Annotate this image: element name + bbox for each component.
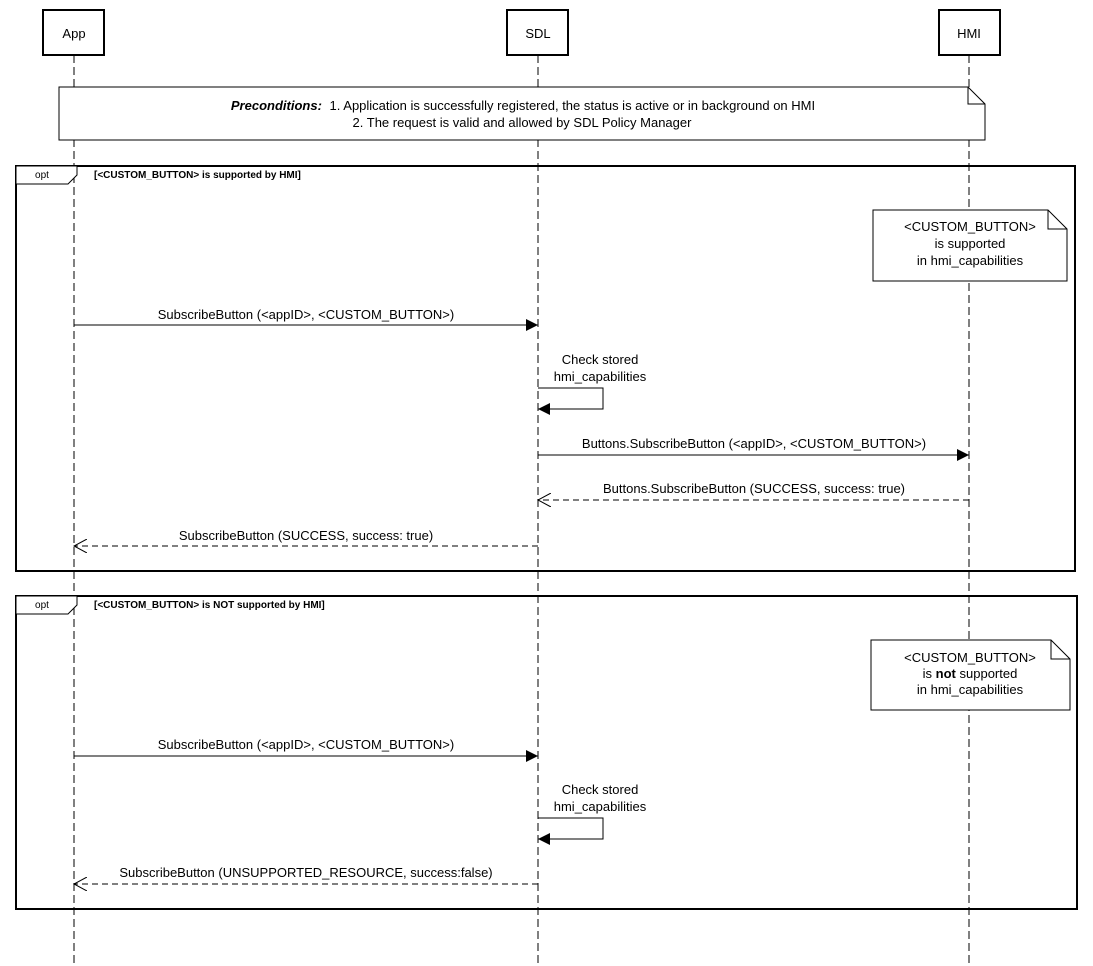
fragment-opt-supported: opt [<CUSTOM_BUTTON> is supported by HMI… (15, 165, 1076, 572)
message-subscribe-response-unsupported: SubscribeButton (UNSUPPORTED_RESOURCE, s… (74, 865, 538, 884)
note-2-line1: <CUSTOM_BUTTON> (904, 650, 1036, 665)
message-1-4-label: Buttons.SubscribeButton (SUCCESS, succes… (603, 481, 905, 496)
participant-sdl: SDL (506, 9, 569, 56)
note-1-line3: in hmi_capabilities (917, 253, 1024, 268)
message-subscribe-request-1: SubscribeButton (<appID>, <CUSTOM_BUTTON… (74, 307, 538, 331)
participant-hmi-label: HMI (957, 26, 981, 41)
message-1-2-label-line2: hmi_capabilities (554, 369, 647, 384)
note-supported: <CUSTOM_BUTTON> is supported in hmi_capa… (872, 209, 1068, 282)
participant-app-label: App (62, 26, 85, 41)
message-2-2-label-line2: hmi_capabilities (554, 799, 647, 814)
note-not-supported: <CUSTOM_BUTTON> is not supported in hmi_… (870, 639, 1071, 711)
fragment-1-operator: opt (35, 170, 49, 181)
message-subscribe-response-success: SubscribeButton (SUCCESS, success: true) (74, 528, 538, 546)
fragment-1-condition: [<CUSTOM_BUTTON> is supported by HMI] (94, 170, 301, 181)
message-subscribe-request-2: SubscribeButton (<appID>, <CUSTOM_BUTTON… (74, 737, 538, 762)
participant-hmi: HMI (938, 9, 1001, 56)
participant-app: App (42, 9, 105, 56)
message-1-1-label: SubscribeButton (<appID>, <CUSTOM_BUTTON… (158, 307, 454, 322)
note-2-line2-bold: not (936, 666, 957, 681)
message-hmi-subscribe-response: Buttons.SubscribeButton (SUCCESS, succes… (538, 481, 969, 500)
message-self-check-2: Check stored hmi_capabilities (538, 782, 647, 845)
fragment-2-condition: [<CUSTOM_BUTTON> is NOT supported by HMI… (94, 600, 325, 611)
message-hmi-subscribe-request: Buttons.SubscribeButton (<appID>, <CUSTO… (538, 436, 969, 461)
participant-sdl-label: SDL (525, 26, 550, 41)
note-2-line2-pre: is (923, 666, 936, 681)
fragment-2-operator: opt (35, 600, 49, 611)
preconditions-line1: Preconditions: 1. Application is success… (231, 98, 815, 113)
message-2-3-label: SubscribeButton (UNSUPPORTED_RESOURCE, s… (119, 865, 492, 880)
message-2-2-label-line1: Check stored (562, 782, 639, 797)
message-self-check-1: Check stored hmi_capabilities (538, 352, 647, 415)
message-1-2-label-line1: Check stored (562, 352, 639, 367)
note-2-line3: in hmi_capabilities (917, 682, 1024, 697)
preconditions-line2: 2. The request is valid and allowed by S… (353, 115, 693, 130)
fragment-opt-not-supported: opt [<CUSTOM_BUTTON> is NOT supported by… (15, 595, 1078, 910)
preconditions-text-1: 1. Application is successfully registere… (330, 98, 816, 113)
message-2-1-label: SubscribeButton (<appID>, <CUSTOM_BUTTON… (158, 737, 454, 752)
preconditions-note: Preconditions: 1. Application is success… (58, 86, 986, 141)
note-2-line2-post: supported (956, 666, 1017, 681)
note-1-line1: <CUSTOM_BUTTON> (904, 219, 1036, 234)
preconditions-heading: Preconditions: (231, 98, 322, 113)
note-1-line2: is supported (935, 236, 1006, 251)
note-2-line2: is not supported (923, 666, 1018, 681)
message-1-3-label: Buttons.SubscribeButton (<appID>, <CUSTO… (582, 436, 926, 451)
message-1-5-label: SubscribeButton (SUCCESS, success: true) (179, 528, 433, 543)
